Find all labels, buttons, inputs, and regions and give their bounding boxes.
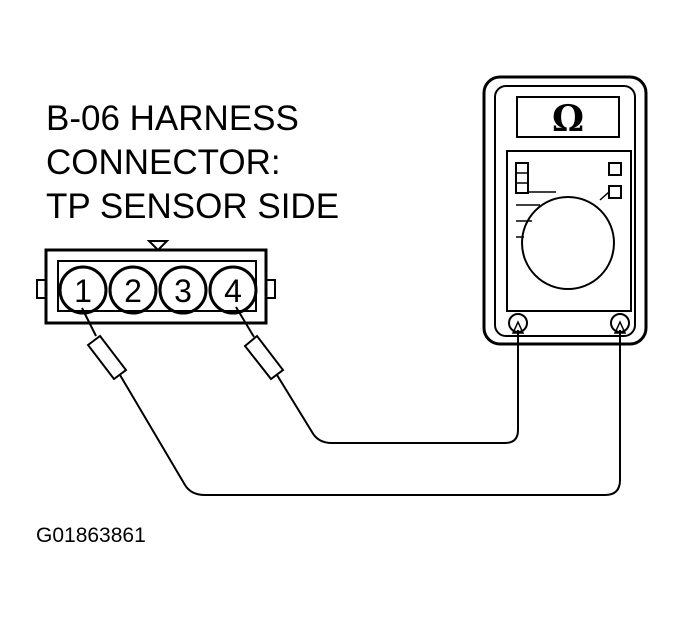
connector-caption: B-06 HARNESS CONNECTOR: TP SENSOR SIDE <box>46 99 339 226</box>
pin-label: 2 <box>124 273 142 309</box>
indicator-square-icon <box>608 185 622 199</box>
caption-line-1: B-06 HARNESS <box>46 99 299 138</box>
test-lead-pin-1 <box>81 307 621 496</box>
meter-inner-case <box>494 85 636 337</box>
meter-display <box>516 96 620 138</box>
connector-key-icon <box>146 240 170 252</box>
pin-label: 3 <box>174 273 192 309</box>
selector-dial-icon <box>521 196 615 290</box>
connector-pin-4: 4 <box>208 265 258 315</box>
meter-outer-case <box>482 75 648 346</box>
connector-left-tab <box>36 279 47 299</box>
connector-right-tab <box>265 279 276 299</box>
ohm-symbol: Ω <box>552 98 584 140</box>
indicator-square-icon <box>608 162 622 176</box>
meter-jack-left <box>508 313 528 333</box>
caption-line-2: CONNECTOR: <box>46 143 281 182</box>
meter-jack-right <box>610 313 630 333</box>
caption-line-3: TP SENSOR SIDE <box>46 187 339 226</box>
ohmmeter: Ω <box>482 75 648 346</box>
pin-label: 4 <box>224 273 242 309</box>
harness-connector: 1 2 3 4 <box>36 240 276 325</box>
connector-pin-1: 1 <box>58 265 108 315</box>
figure-id: G01863861 <box>36 524 146 547</box>
test-lead-pin-4 <box>235 306 519 444</box>
connector-pin-3: 3 <box>158 265 208 315</box>
meter-control-panel <box>506 150 632 312</box>
connector-pin-2: 2 <box>108 265 158 315</box>
pin-label: 1 <box>74 273 92 309</box>
range-switch-icon <box>515 162 529 194</box>
